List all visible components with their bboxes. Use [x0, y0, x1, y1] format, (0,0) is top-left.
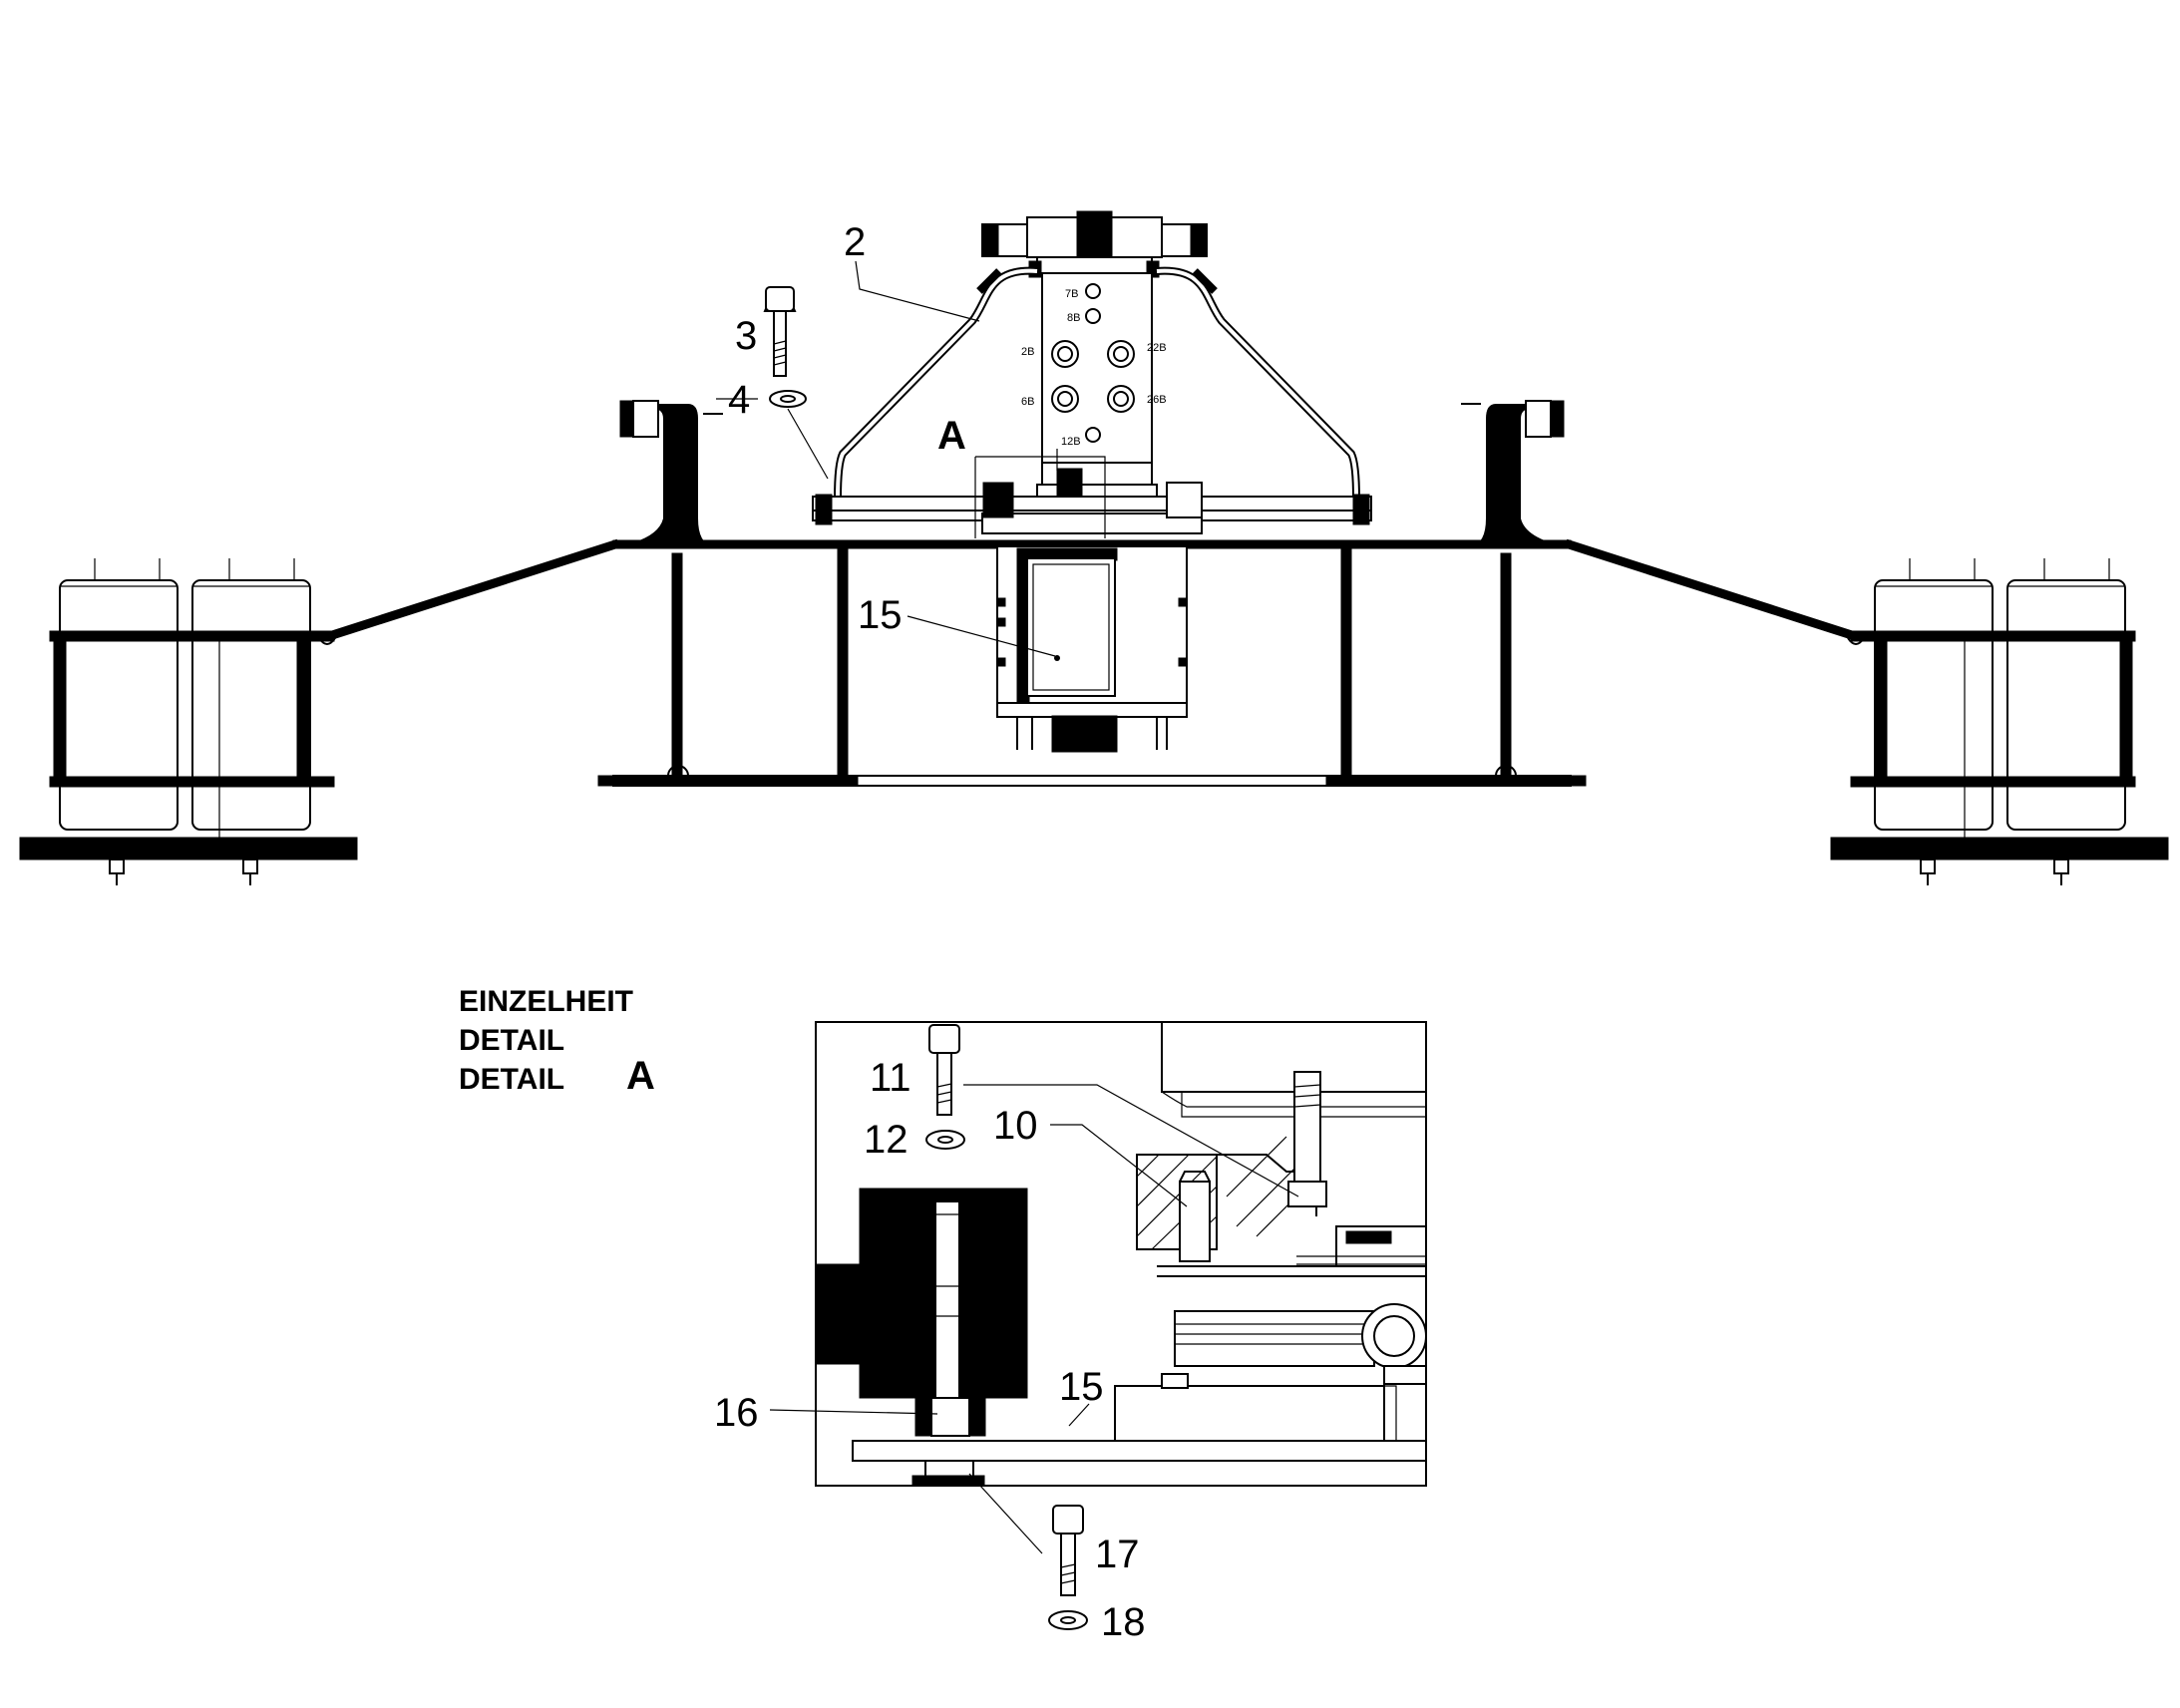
detail-callout-18: 18	[1101, 1600, 1146, 1644]
callout-3: 3	[735, 314, 757, 358]
detail-bolt-11	[928, 1024, 960, 1116]
detail-callout-12: 12	[864, 1118, 908, 1162]
wheel-assembly-left	[19, 558, 358, 885]
detail-callout-16: 16	[714, 1391, 759, 1435]
port-label-2b: 2B	[1021, 346, 1034, 358]
callout-15: 15	[858, 593, 903, 637]
washer-icon	[769, 390, 807, 408]
detail-callout-15: 15	[1059, 1365, 1104, 1409]
detail-callout-10: 10	[993, 1104, 1038, 1148]
detail-title-line-3: DETAIL	[459, 1063, 564, 1096]
port-label-6b: 6B	[1021, 396, 1034, 408]
callout-4: 4	[728, 378, 750, 422]
detail-washer-18	[1048, 1610, 1088, 1630]
overview-assembly: 7B 8B 2B 22B 6B 26B 12B	[19, 210, 2169, 885]
detail-title-letter: A	[626, 1054, 655, 1098]
detail-title-line-1: EINZELHEIT	[459, 985, 633, 1018]
leader-lines	[716, 260, 1056, 657]
bolt-icon	[763, 286, 797, 377]
valve-body	[1036, 272, 1158, 506]
gooseneck-post-left	[618, 400, 723, 546]
view-a-label: A	[937, 414, 966, 458]
detail-washer-12	[925, 1130, 965, 1150]
hose-lines	[834, 266, 1360, 500]
detail-bolt-17	[1052, 1505, 1084, 1596]
mounting-rail	[812, 482, 1372, 534]
top-head-block	[981, 210, 1208, 278]
detail-leader-lines	[769, 1084, 1299, 1554]
port-label-8b: 8B	[1067, 312, 1080, 324]
gooseneck-post-right	[1461, 400, 1566, 546]
view-a-marker	[974, 449, 1106, 538]
port-label-7b: 7B	[1065, 288, 1078, 300]
detail-title: EINZELHEIT DETAIL DETAIL A	[459, 985, 655, 1098]
detail-callout-11: 11	[870, 1056, 911, 1100]
port-label-22b: 22B	[1147, 342, 1167, 354]
center-box	[996, 545, 1188, 753]
port-label-26b: 26B	[1147, 394, 1167, 406]
callout-2: 2	[844, 220, 866, 264]
detail-title-line-2: DETAIL	[459, 1024, 564, 1057]
detail-callout-17: 17	[1095, 1533, 1140, 1576]
wheel-assembly-right	[1830, 558, 2169, 885]
port-label-12b: 12B	[1061, 436, 1081, 448]
